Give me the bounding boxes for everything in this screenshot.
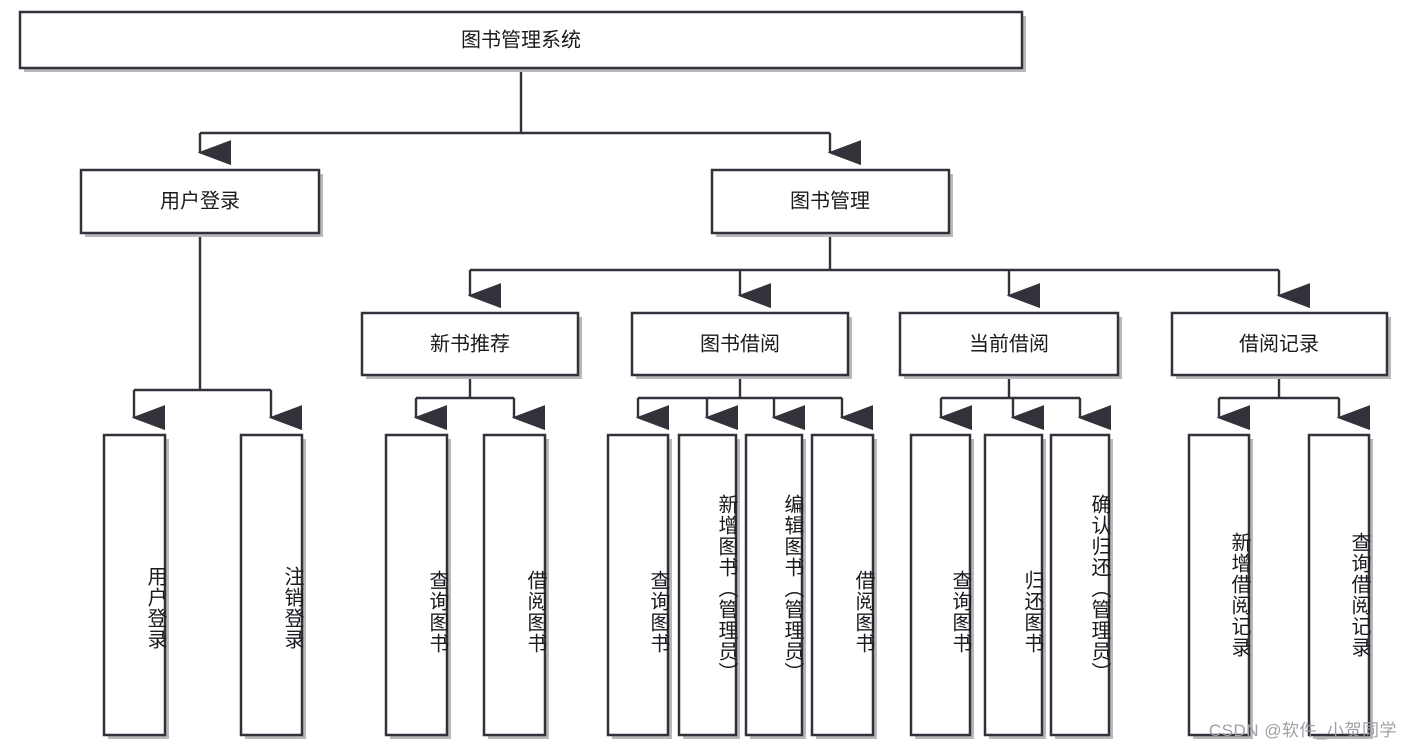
leaf-box[interactable]: [1049, 433, 1113, 739]
node-current-borrow[interactable]: 当前借阅: [898, 311, 1122, 379]
leaf-box[interactable]: [102, 433, 169, 739]
leaf-box[interactable]: [983, 433, 1046, 739]
leaf-box[interactable]: [1307, 433, 1373, 739]
leaf-box-layer: [102, 433, 1373, 739]
node-root-label: 图书管理系统: [461, 28, 581, 51]
node-borrow-record[interactable]: 借阅记录: [1170, 311, 1391, 379]
node-new-book-recommend[interactable]: 新书推荐: [360, 311, 582, 379]
node-user-login-label: 用户登录: [160, 189, 240, 212]
leaf-box[interactable]: [1187, 433, 1253, 739]
leaf-box[interactable]: [239, 433, 306, 739]
node-book-borrow-label: 图书借阅: [700, 332, 780, 355]
node-book-borrow[interactable]: 图书借阅: [630, 311, 852, 379]
watermark: CSDN @软件_小贺同学: [1208, 721, 1397, 740]
connector-layer: [131, 68, 1371, 431]
node-new-book-recommend-label: 新书推荐: [430, 332, 510, 355]
node-borrow-record-label: 借阅记录: [1239, 332, 1319, 355]
node-user-login[interactable]: 用户登录: [79, 168, 323, 237]
leaf-box[interactable]: [744, 433, 806, 739]
leaf-box[interactable]: [384, 433, 451, 739]
leaf-box[interactable]: [810, 433, 877, 739]
leaf-box[interactable]: [909, 433, 974, 739]
node-current-borrow-label: 当前借阅: [969, 332, 1049, 355]
node-root[interactable]: 图书管理系统: [18, 10, 1026, 72]
node-book-management-label: 图书管理: [790, 189, 870, 212]
node-book-management[interactable]: 图书管理: [710, 168, 953, 237]
leaf-box[interactable]: [606, 433, 672, 739]
leaf-box[interactable]: [482, 433, 549, 739]
leaf-box[interactable]: [677, 433, 740, 739]
